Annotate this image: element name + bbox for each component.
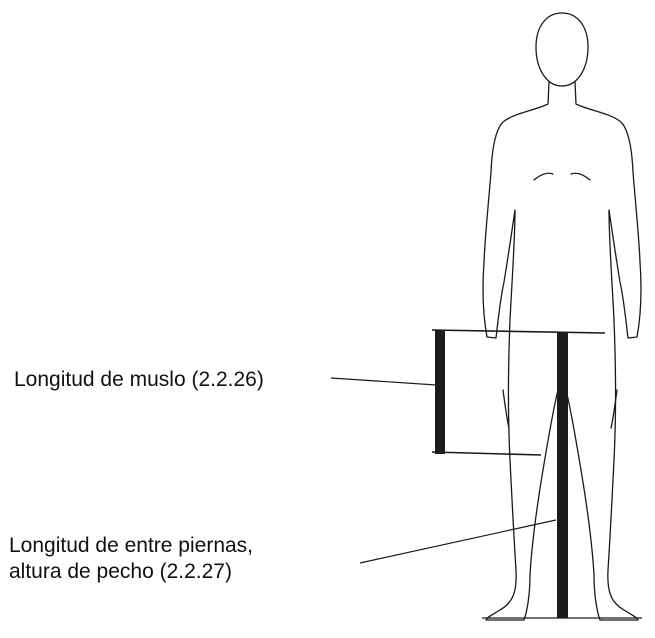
inseam-label-line2: altura de pecho (2.2.27) [9, 560, 232, 583]
thigh-length-label: Longitud de muslo (2.2.26) [14, 368, 264, 391]
measurement-guides [330, 329, 642, 619]
knee-line [431, 451, 542, 456]
inseam-leader-line [359, 519, 557, 564]
inseam-label-line1: Longitud de entre piernas, [9, 534, 254, 557]
inseam-label: Longitud de entre piernas, altura de pec… [9, 533, 253, 585]
thigh-leader-line [330, 377, 437, 386]
inseam-bar [557, 332, 568, 618]
hip-line [431, 329, 606, 334]
thigh-length-bar [435, 330, 445, 454]
